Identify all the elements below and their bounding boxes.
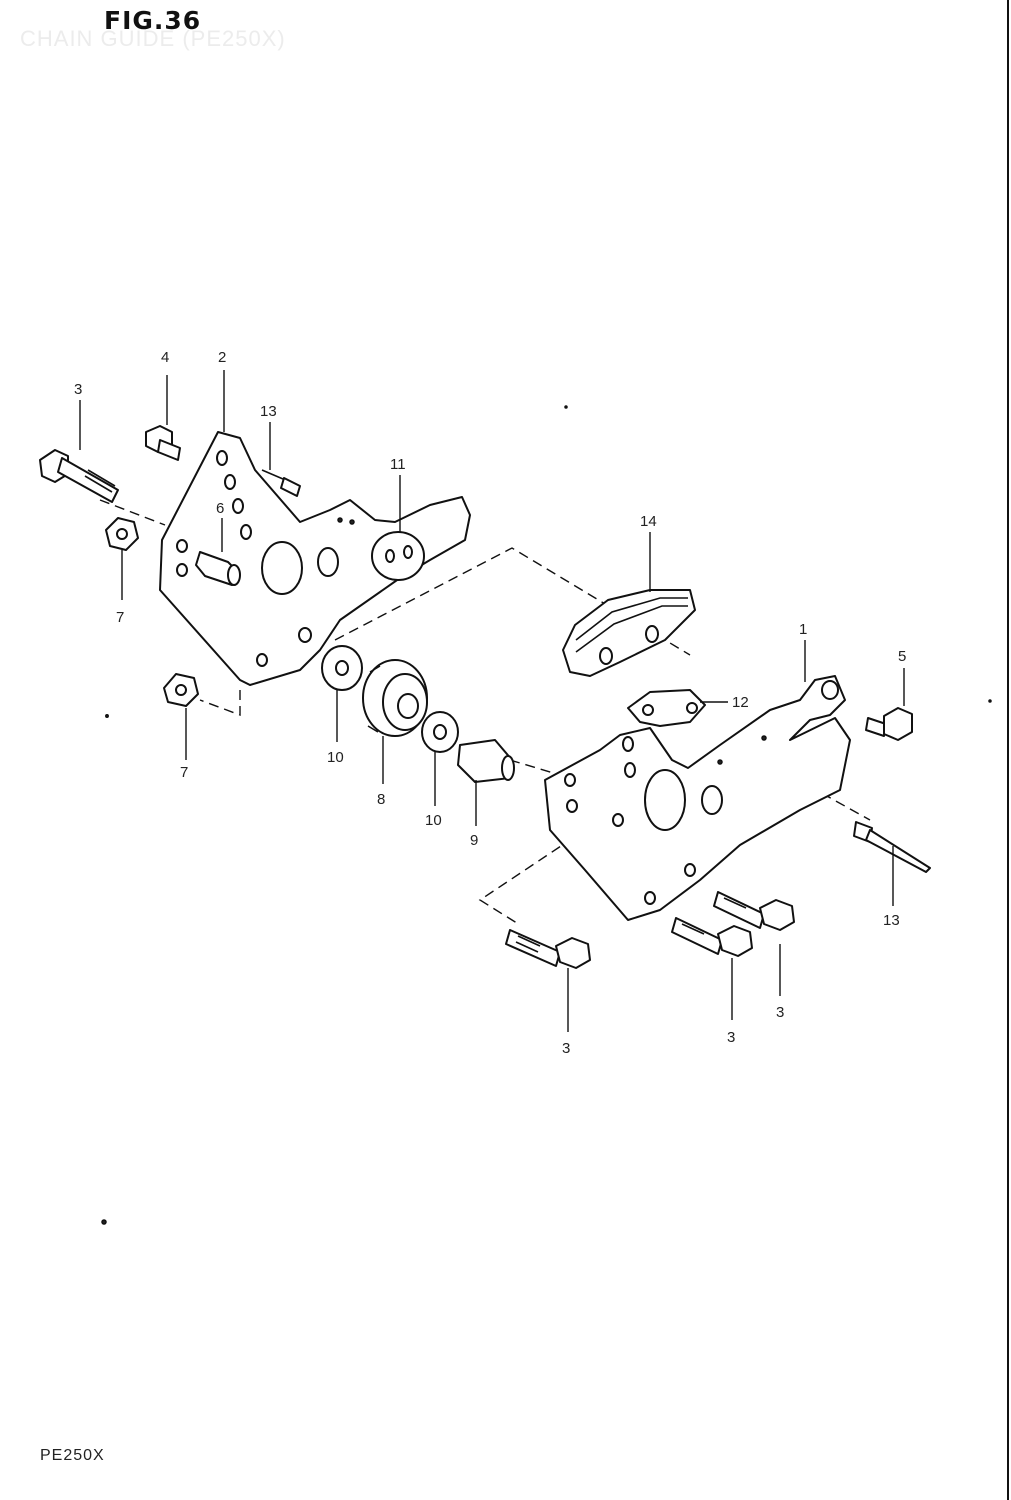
- callout-7: 7: [180, 764, 188, 781]
- rubber-plate-part-11: [371, 531, 425, 581]
- washer-part-10-left: [321, 645, 363, 691]
- callout-14: 14: [640, 513, 657, 530]
- callout-1: 1: [799, 621, 807, 638]
- callout-9: 9: [470, 832, 478, 849]
- collar-bolt-part-4: [145, 425, 181, 461]
- rivet-part-13-upper: [261, 469, 301, 497]
- callout-3: 3: [727, 1029, 735, 1046]
- callout-6: 6: [216, 500, 224, 517]
- roller-part-8: [362, 659, 428, 737]
- bolt-part-3-lower-1: [505, 929, 591, 969]
- callout-12: 12: [732, 694, 749, 711]
- bolt-part-3-lower-3: [713, 891, 795, 931]
- bolt-part-5: [865, 707, 913, 741]
- callout-2: 2: [218, 349, 226, 366]
- sleeve-part-9: [457, 739, 515, 783]
- rubber-guide-part-14: [562, 589, 696, 677]
- bolt-part-3-upper: [39, 449, 119, 503]
- callout-13: 13: [260, 403, 277, 420]
- figure-title: FIG.36: [104, 6, 202, 35]
- page-border: [1007, 0, 1009, 1500]
- callout-10: 10: [425, 812, 442, 829]
- nut-part-7-upper: [105, 517, 139, 551]
- rivet-part-13-lower: [853, 821, 931, 873]
- nut-part-7-lower: [163, 673, 199, 707]
- model-label: PE250X: [40, 1447, 105, 1464]
- callout-leaders: [79, 370, 905, 1032]
- bracket-part-12: [627, 689, 706, 727]
- washer-part-10-right: [421, 711, 459, 753]
- callout-11: 11: [390, 456, 406, 473]
- collar-part-6: [195, 551, 241, 586]
- callout-10: 10: [327, 749, 344, 766]
- callout-3: 3: [74, 381, 82, 398]
- callout-13: 13: [883, 912, 900, 929]
- chain-guide-plate-part-1: [544, 675, 851, 921]
- chain-guide-plate-part-2: [159, 431, 471, 686]
- scan-specks: [101, 405, 992, 1225]
- callout-7: 7: [116, 609, 124, 626]
- callout-4: 4: [161, 349, 169, 366]
- callout-3: 3: [776, 1004, 784, 1021]
- figure-subtitle: CHAIN GUIDE (PE250X): [20, 26, 286, 51]
- callout-8: 8: [377, 791, 385, 808]
- callout-3: 3: [562, 1040, 570, 1057]
- callout-5: 5: [898, 648, 906, 665]
- bolt-part-3-lower-2: [671, 917, 753, 957]
